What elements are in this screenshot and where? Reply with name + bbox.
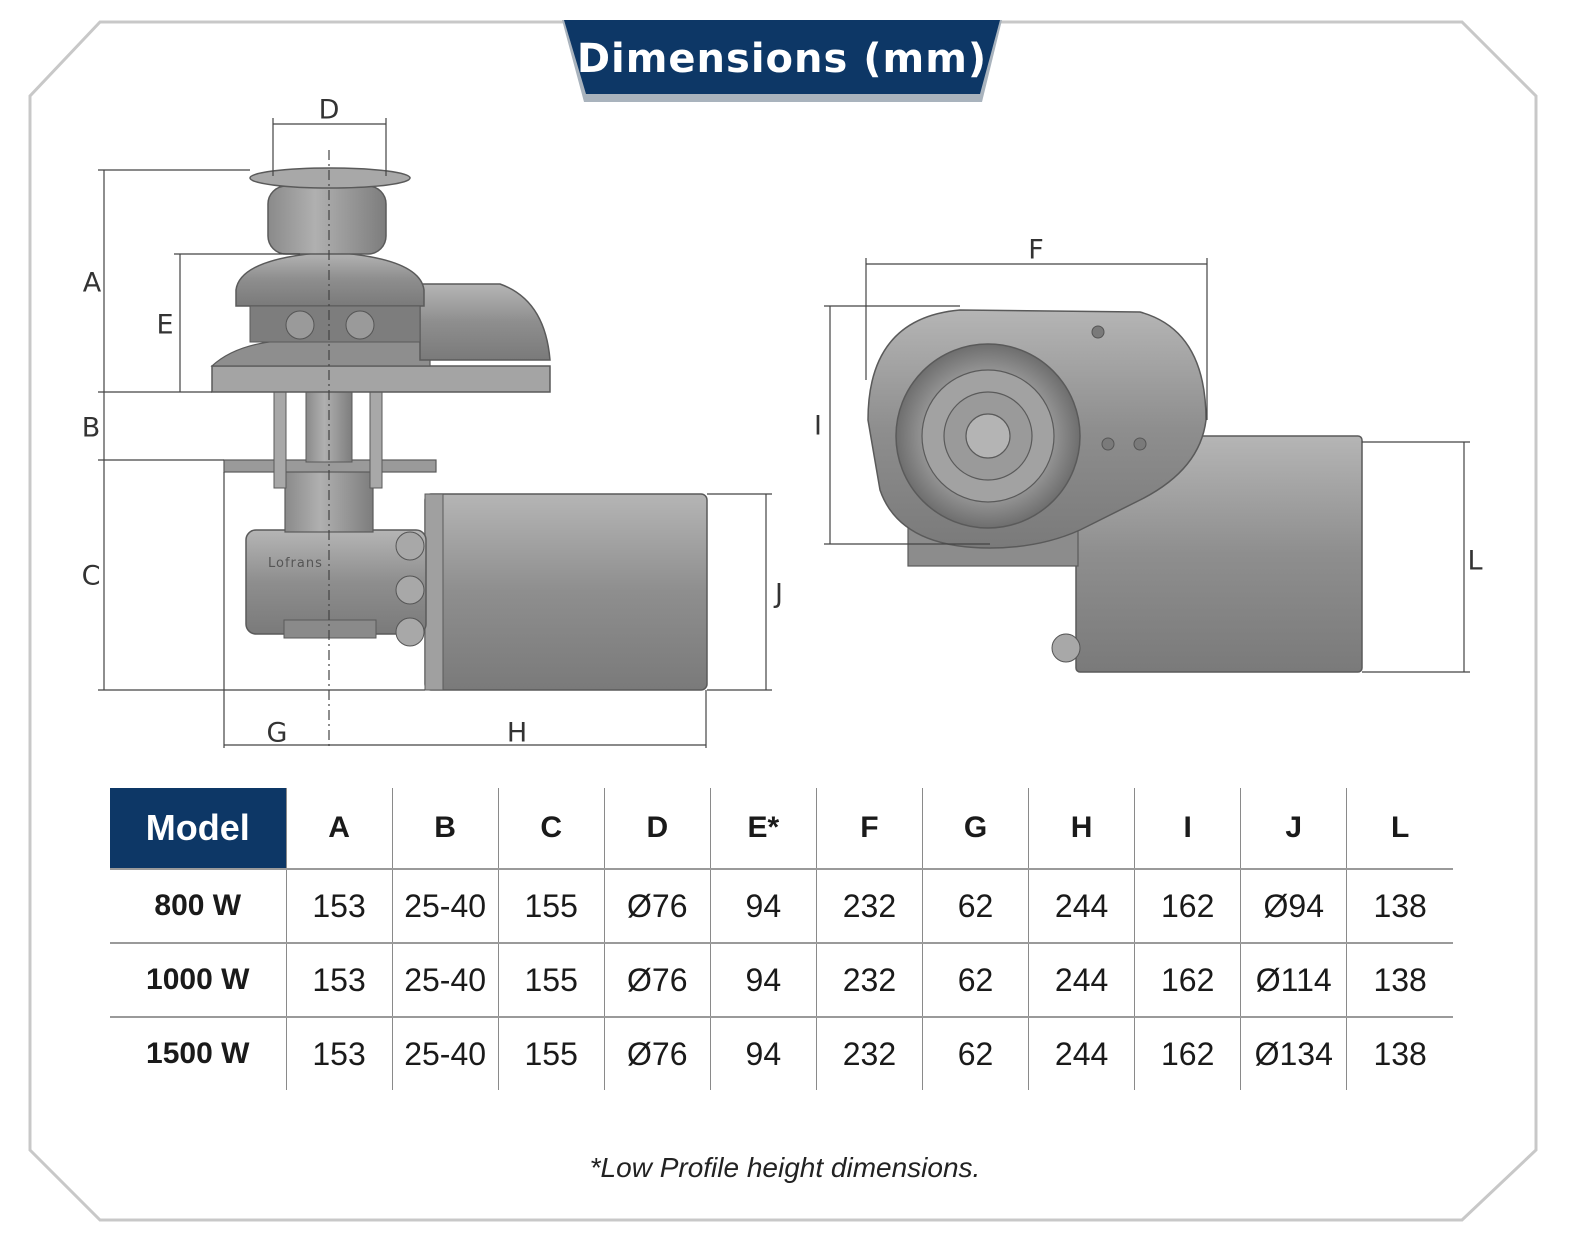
dim-label-b: B xyxy=(81,412,101,444)
table-cell: 138 xyxy=(1346,943,1453,1018)
front-view-dimension-lines xyxy=(824,258,1470,673)
brand-mark: Lofrans xyxy=(268,556,323,571)
table-cell: 25-40 xyxy=(391,1017,499,1090)
table-cell: Ø94 xyxy=(1240,869,1347,944)
table-row: 1000 W 153 25-40 155 Ø76 94 232 62 244 1… xyxy=(110,943,1453,1018)
table-row: 1500 W 153 25-40 155 Ø76 94 232 62 244 1… xyxy=(110,1017,1453,1090)
table-cell: 232 xyxy=(815,943,923,1018)
table-cell: 25-40 xyxy=(391,943,499,1018)
dim-label-a: A xyxy=(82,267,102,299)
column-header-i: I xyxy=(1134,788,1241,870)
table-cell: 232 xyxy=(815,869,923,944)
table-row: 800 W 153 25-40 155 Ø76 94 232 62 244 16… xyxy=(110,869,1453,944)
table-cell: Ø76 xyxy=(603,943,711,1018)
table-cell: 138 xyxy=(1346,1017,1453,1090)
column-header-b: B xyxy=(391,788,499,870)
table-cell: 62 xyxy=(921,943,1029,1018)
column-header-c: C xyxy=(497,788,605,870)
table-cell: 155 xyxy=(497,1017,605,1090)
dim-label-d: D xyxy=(318,94,340,126)
table-cell: Ø134 xyxy=(1240,1017,1347,1090)
dim-label-j: J xyxy=(775,578,783,610)
page-title: Dimensions (mm) xyxy=(576,36,988,82)
technical-drawing xyxy=(98,118,1470,748)
column-header-model: Model xyxy=(110,788,286,870)
side-view-dimension-lines xyxy=(98,118,772,748)
table-cell: 94 xyxy=(709,869,817,944)
table-cell: 62 xyxy=(921,1017,1029,1090)
table-cell: 162 xyxy=(1134,1017,1241,1090)
table-cell: 25-40 xyxy=(391,869,499,944)
table-cell: 138 xyxy=(1346,869,1453,944)
column-header-g: G xyxy=(921,788,1029,870)
column-header-j: J xyxy=(1240,788,1347,870)
dim-label-e: E xyxy=(156,309,174,341)
table-cell: 62 xyxy=(921,869,1029,944)
dim-label-h: H xyxy=(506,717,528,749)
dim-label-g: G xyxy=(266,717,288,749)
front-view-windlass xyxy=(867,309,1363,673)
table-cell: Ø114 xyxy=(1240,943,1347,1018)
column-header-h: H xyxy=(1028,788,1135,870)
table-cell: 153 xyxy=(285,943,393,1018)
table-cell: Ø76 xyxy=(603,869,711,944)
column-header-f: F xyxy=(815,788,923,870)
column-header-a: A xyxy=(285,788,393,870)
table-cell: 244 xyxy=(1028,943,1135,1018)
table-cell: 155 xyxy=(497,943,605,1018)
dimensions-table: Model A B C D E* F G H I J L 800 W 153 2… xyxy=(110,788,1453,1090)
table-cell: 153 xyxy=(285,1017,393,1090)
column-header-e: E* xyxy=(709,788,817,870)
column-header-d: D xyxy=(603,788,711,870)
table-cell: 244 xyxy=(1028,869,1135,944)
dim-label-i: I xyxy=(814,410,822,442)
dim-label-f: F xyxy=(1028,234,1044,266)
table-cell: 153 xyxy=(285,869,393,944)
footnote: *Low Profile height dimensions. xyxy=(589,1152,981,1183)
model-cell: 1000 W xyxy=(110,943,286,1018)
column-header-l: L xyxy=(1346,788,1453,870)
table-cell: 162 xyxy=(1134,943,1241,1018)
table-cell: 94 xyxy=(709,1017,817,1090)
table-cell: 162 xyxy=(1134,869,1241,944)
table-cell: 94 xyxy=(709,943,817,1018)
dim-label-c: C xyxy=(81,560,101,592)
table-header-row: Model A B C D E* F G H I J L xyxy=(110,788,1453,870)
model-cell: 800 W xyxy=(110,869,286,944)
table-cell: Ø76 xyxy=(603,1017,711,1090)
side-view-windlass xyxy=(210,167,708,691)
table-cell: 155 xyxy=(497,869,605,944)
model-cell: 1500 W xyxy=(146,1037,250,1070)
table-cell: 232 xyxy=(815,1017,923,1090)
title-banner xyxy=(562,20,1002,102)
dim-label-l: L xyxy=(1467,545,1483,577)
table-cell: 244 xyxy=(1028,1017,1135,1090)
